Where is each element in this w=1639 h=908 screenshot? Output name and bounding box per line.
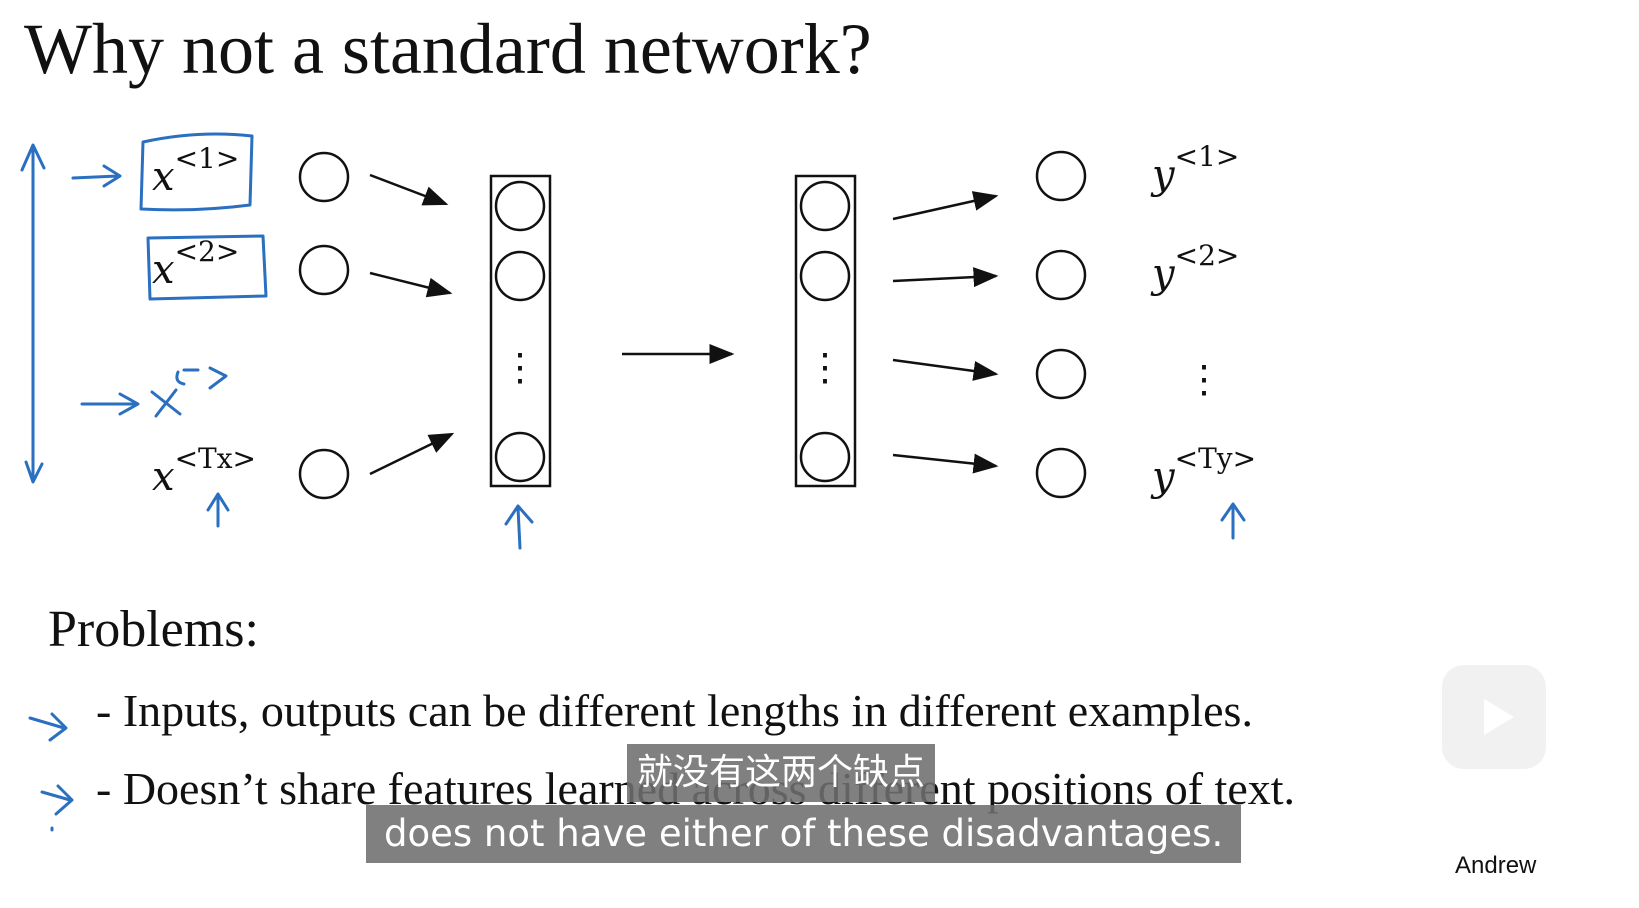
tx-up-arrow — [206, 492, 230, 528]
input-label-tx: x<Tx> — [152, 442, 256, 500]
output-arrow — [892, 191, 999, 221]
input-1-box — [139, 132, 254, 212]
hidden-neuron — [799, 250, 851, 302]
input-arrow — [369, 173, 449, 206]
play-icon — [1484, 699, 1514, 735]
layer-box — [489, 174, 552, 488]
network-diagram: ⋮ ⋮ x<1> x<2> x<Tx> y<1> y<2> ⋮ y<Ty> — [20, 132, 1256, 550]
input-neuron — [298, 448, 350, 500]
subtitle-chinese: 就没有这两个缺点 — [627, 744, 936, 802]
output-arrows — [892, 191, 999, 474]
ty-up-arrow — [1220, 502, 1246, 540]
input-label-2: x<2> — [152, 235, 239, 293]
hidden-2-ellipsis: ⋮ — [806, 345, 844, 389]
video-play-button[interactable] — [1442, 665, 1546, 769]
input-label-1: x<1> — [152, 142, 239, 200]
hidden-neuron — [494, 250, 546, 302]
handwritten-annotations — [20, 132, 1246, 550]
input-neurons — [298, 151, 350, 500]
pointer-arrow-icon — [40, 784, 74, 832]
output-neuron — [1035, 348, 1087, 400]
subtitle-english: does not have either of these disadvanta… — [366, 805, 1242, 863]
output-neuron — [1035, 249, 1087, 301]
problems-heading: Problems: — [48, 601, 259, 658]
pointer-arrow-1 — [71, 164, 122, 188]
output-neuron — [1035, 447, 1087, 499]
pointer-arrow-icon — [28, 712, 68, 742]
hidden-neuron — [494, 431, 546, 483]
hidden-neuron — [799, 431, 851, 483]
hidden-up-arrow — [504, 504, 534, 550]
input-arrow — [369, 271, 453, 298]
author-signature: Andrew — [1455, 852, 1537, 879]
output-label-ellipsis: ⋮ — [1185, 357, 1223, 401]
input-arrow — [369, 432, 455, 476]
sequence-bracket-arrow — [20, 143, 46, 484]
input-neuron — [298, 244, 350, 296]
layer-box — [794, 174, 857, 488]
output-neuron — [1035, 150, 1087, 202]
pointer-arrow-t — [80, 392, 140, 416]
hidden-neuron — [799, 180, 851, 232]
output-label-ty: y<Ty> — [1150, 442, 1256, 500]
hidden-layer-1 — [489, 174, 552, 488]
input-neuron — [298, 151, 350, 203]
problem-pointer-icons — [28, 712, 74, 832]
output-neurons — [1035, 150, 1087, 499]
x-t-handwritten — [150, 388, 182, 418]
output-arrow — [892, 358, 999, 381]
slide-title: Why not a standard network? — [24, 9, 872, 89]
output-arrow — [892, 267, 999, 288]
hidden-neuron — [494, 180, 546, 232]
input-arrows — [369, 173, 455, 476]
output-label-2: y<2> — [1150, 239, 1239, 297]
hidden-layer-2 — [794, 174, 857, 488]
output-label-1: y<1> — [1150, 140, 1239, 198]
hidden-1-ellipsis: ⋮ — [501, 345, 539, 389]
problem-item: - Inputs, outputs can be different lengt… — [96, 685, 1253, 736]
output-arrow — [892, 453, 999, 474]
x-t-sup-handwritten — [175, 366, 228, 390]
input-2-box — [146, 234, 268, 301]
